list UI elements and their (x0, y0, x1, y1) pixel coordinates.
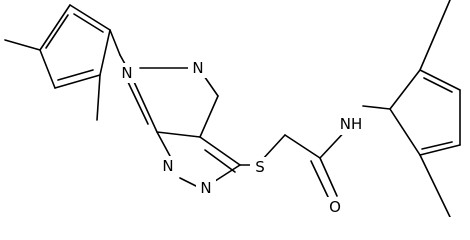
bond (423, 77, 453, 93)
bond (156, 131, 171, 157)
atom-label: O (329, 198, 341, 216)
methyl-bond (4, 39, 41, 51)
methyl-bond (96, 74, 101, 121)
bond (39, 49, 56, 89)
structure-svg: N N N N S NH O (4, 0, 461, 217)
atom-o: O (325, 197, 345, 217)
bond (389, 108, 421, 156)
atom-nh: NH (336, 113, 366, 135)
atom-n-pyrimidine-left: N (158, 156, 178, 176)
atom-label: NH (340, 115, 363, 133)
bond (54, 74, 101, 89)
atom-label: N (121, 64, 132, 82)
bond (204, 149, 236, 173)
bond (57, 69, 94, 81)
atom-n-pyrimidine-bottom: N (196, 178, 216, 198)
bond (211, 164, 241, 184)
bond (73, 13, 104, 33)
bond (389, 69, 421, 110)
bond (39, 4, 71, 51)
bond (156, 131, 201, 138)
bond (45, 14, 69, 49)
bond (284, 134, 321, 159)
bond (109, 29, 121, 56)
bond (99, 29, 111, 76)
bond (127, 81, 149, 125)
bond (199, 95, 219, 138)
atom-label: N (162, 157, 173, 175)
bond (419, 144, 461, 156)
carbonyl-bond (319, 157, 338, 197)
atom-label: S (255, 158, 265, 176)
bond (199, 136, 241, 166)
bond-layer (4, 0, 461, 217)
atom-label: N (192, 59, 203, 77)
atom-n-pyrazole: N (188, 58, 208, 78)
atom-layer: N N N N S NH O (117, 58, 366, 217)
molecule-canvas: N N N N S NH O (4, 0, 461, 217)
bond (261, 134, 286, 161)
carbonyl-bond (310, 160, 330, 200)
methyl-bond (419, 0, 451, 71)
atom-s: S (250, 157, 270, 177)
atom-label: N (200, 179, 211, 197)
methyl-bond (419, 154, 451, 217)
bond (69, 4, 111, 31)
bond (421, 141, 453, 150)
bond (419, 69, 461, 91)
bond (362, 105, 391, 110)
atom-n1: N (117, 63, 137, 83)
